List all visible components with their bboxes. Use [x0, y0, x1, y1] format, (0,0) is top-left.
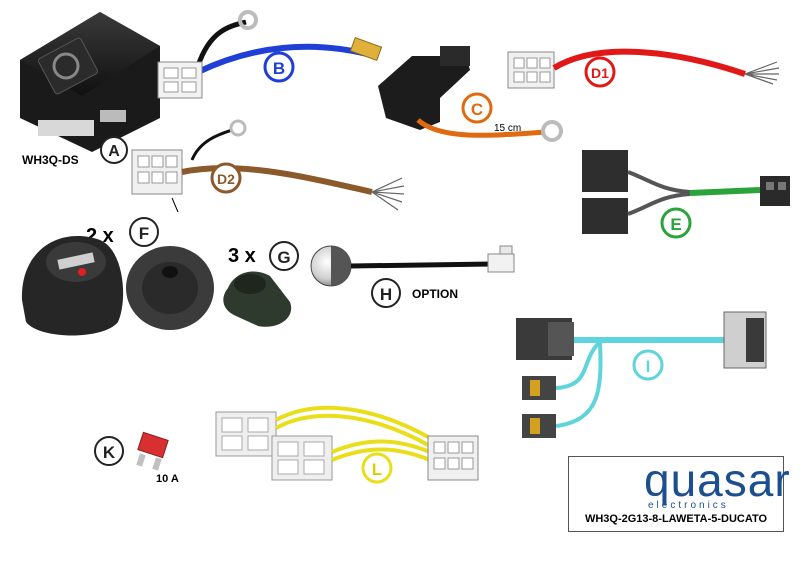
- label-d1: D1: [591, 65, 609, 81]
- label-badge-g: G: [269, 241, 299, 271]
- label-b: B: [273, 59, 285, 78]
- grommet-g: [223, 271, 292, 327]
- label-badge-i: I: [632, 349, 664, 381]
- cable-c: [378, 46, 563, 142]
- cable-e: [582, 150, 790, 234]
- cable-b: [157, 10, 383, 99]
- control-module-a: [20, 12, 160, 152]
- label-h: H: [380, 285, 392, 304]
- label-badge-f: F: [129, 217, 159, 247]
- label-badge-d2: D2: [210, 162, 242, 194]
- cable-l: [215, 405, 479, 481]
- cable-d1: [507, 48, 780, 89]
- trailer-socket-f: [21, 236, 124, 336]
- label-badge-e: E: [660, 207, 692, 239]
- label-badge-c: C: [461, 92, 493, 124]
- cable-c-length: 15 cm: [494, 123, 521, 134]
- label-badge-d1: D1: [584, 56, 616, 88]
- label-f: F: [139, 224, 149, 243]
- cable-i: [516, 311, 767, 438]
- label-i: I: [646, 357, 651, 376]
- fuse-caption: 10 A: [156, 473, 179, 485]
- fuse-k: [136, 431, 169, 471]
- logo-panel: [568, 456, 784, 532]
- brand-name: quasar: [644, 454, 791, 506]
- product-code: WH3Q-2G13-8-LAWETA-5-DUCATO: [584, 513, 768, 525]
- grommet-quantity: 3 x: [228, 245, 256, 267]
- cable-h-option: [310, 245, 515, 287]
- label-badge-h: H: [371, 278, 401, 308]
- label-a: A: [108, 143, 120, 160]
- label-badge-a: A: [100, 136, 128, 164]
- label-e: E: [670, 215, 681, 234]
- label-d2: D2: [217, 171, 235, 187]
- socket-seal-f: [126, 246, 214, 330]
- label-badge-l: L: [361, 452, 393, 484]
- option-caption: OPTION: [412, 287, 458, 301]
- label-badge-k: K: [94, 436, 124, 466]
- label-k: K: [103, 443, 116, 462]
- label-badge-b: B: [263, 51, 295, 83]
- label-l: L: [372, 460, 382, 479]
- cable-d2: [131, 119, 405, 213]
- module-caption: WH3Q-DS: [22, 153, 79, 167]
- brand-tagline: electronics: [648, 500, 729, 511]
- label-c: C: [471, 100, 483, 119]
- label-g: G: [277, 248, 290, 267]
